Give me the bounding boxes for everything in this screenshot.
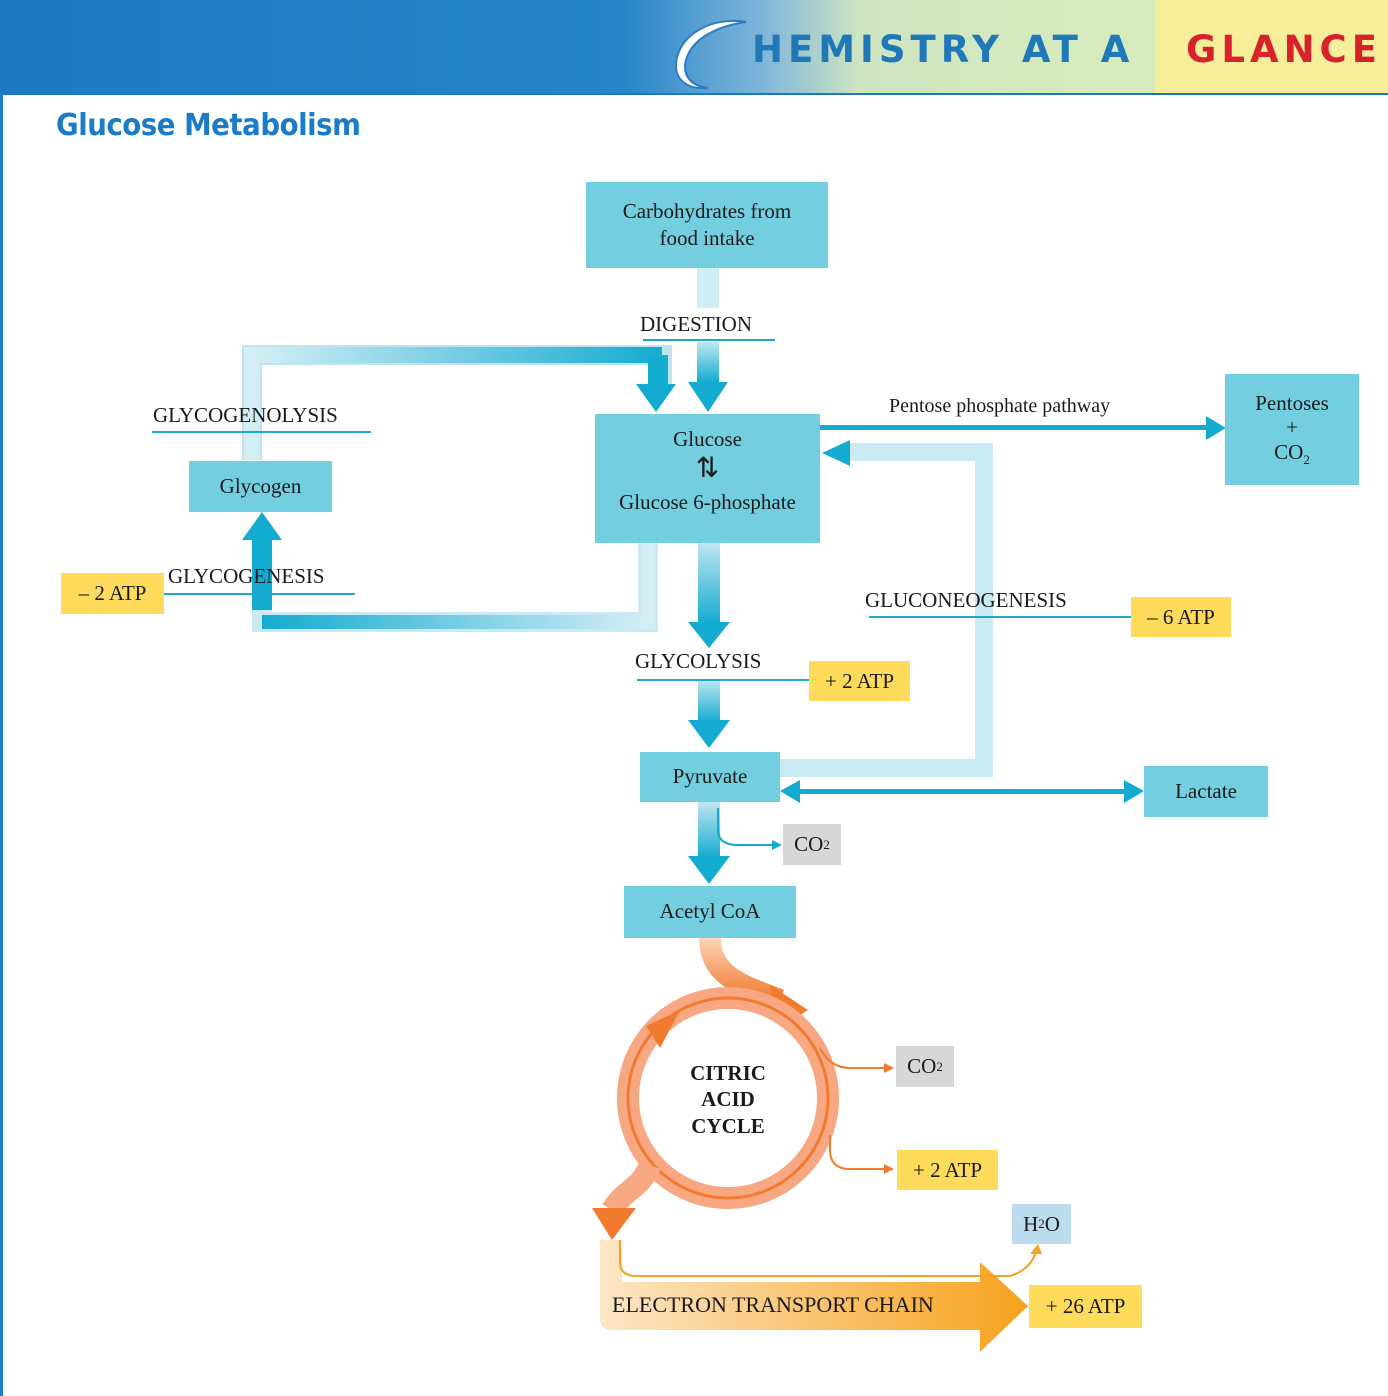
glycogenesis-label: GLYCOGENESIS: [168, 564, 325, 588]
carbohydrates-node: Carbohydrates from food intake: [586, 182, 828, 268]
equilibrium-arrows-icon: ⇅: [695, 453, 720, 485]
carbohydrates-label-1: Carbohydrates from: [622, 198, 792, 223]
digestion-underline: [643, 339, 775, 341]
arrow-glycogenolysis: [242, 345, 676, 460]
glucose-label: Glucose: [673, 427, 742, 451]
atp-gluconeogenesis: – 6 ATP: [1131, 597, 1231, 637]
acetyl-coa-node: Acetyl CoA: [624, 886, 796, 938]
brand-title-glance: GLANCE: [1186, 28, 1382, 71]
arrow-glycogenesis: [242, 512, 658, 632]
arrow-digestion: [688, 268, 728, 412]
glycogenolysis-label: GLYCOGENOLYSIS: [153, 403, 338, 427]
pentoses-co2: CO2: [1274, 439, 1310, 467]
lactate-node: Lactate: [1144, 766, 1268, 817]
acetyl-coa-label: Acetyl CoA: [659, 899, 761, 924]
arrow-cycle-atp: [829, 1135, 894, 1174]
arrow-pyruvate-acetyl: [688, 802, 782, 884]
pyruvate-label: Pyruvate: [672, 764, 748, 789]
glucose-6-phosphate-label: Glucose 6-phosphate: [619, 490, 796, 515]
atp-citric-acid-cycle: + 2 ATP: [897, 1150, 998, 1190]
citric-acid-cycle-ring: [617, 987, 839, 1209]
glucose-node: Glucose ⇅ Glucose 6-phosphate: [595, 414, 820, 543]
glycogen-label: Glycogen: [219, 473, 302, 498]
arrow-cycle-to-etc: [592, 1160, 661, 1240]
carbohydrates-label-2: food intake: [659, 226, 755, 250]
brand-title-chemistry: HEMISTRY AT A: [752, 28, 1135, 71]
chemistry-c-icon: [674, 19, 747, 90]
arrow-pyruvate-lactate: [780, 780, 1144, 803]
arrow-gluconeogenesis: [780, 440, 993, 777]
glycogen-node: Glycogen: [189, 461, 332, 512]
glycolysis-label: GLYCOLYSIS: [635, 649, 762, 673]
pentoses-plus: +: [1286, 415, 1298, 440]
electron-transport-chain-label: ELECTRON TRANSPORT CHAIN: [612, 1292, 934, 1317]
header-banner: [0, 0, 1388, 95]
etc-arrow: [600, 1240, 1042, 1352]
glycolysis-underline: [637, 679, 809, 681]
gluconeogenesis-label: GLUCONEOGENESIS: [865, 588, 1067, 612]
arrow-pentose-phosphate: [820, 416, 1226, 440]
page-left-rule: [0, 95, 12, 1396]
pentoses-node: Pentoses + CO2: [1225, 374, 1359, 485]
atp-electron-transport: + 26 ATP: [1029, 1285, 1142, 1328]
digestion-label: DIGESTION: [640, 312, 752, 336]
glycogenesis-underline: [164, 593, 355, 595]
arrow-glycolysis: [688, 543, 730, 748]
pyruvate-node: Pyruvate: [640, 752, 780, 802]
atp-glycolysis: + 2 ATP: [809, 661, 910, 701]
glycogenolysis-underline: [152, 431, 371, 433]
citric-acid-cycle-label: CITRIC ACID CYCLE: [690, 1061, 766, 1138]
pentoses-label: Pentoses: [1255, 391, 1329, 416]
gluconeogenesis-underline: [869, 616, 1131, 618]
page-title: Glucose Metabolism: [56, 108, 361, 143]
atp-glycogenesis: – 2 ATP: [61, 573, 164, 614]
lactate-label: Lactate: [1175, 778, 1237, 803]
arrow-cycle-co2: [819, 1047, 894, 1073]
pentose-phosphate-label: Pentose phosphate pathway: [889, 395, 1111, 417]
